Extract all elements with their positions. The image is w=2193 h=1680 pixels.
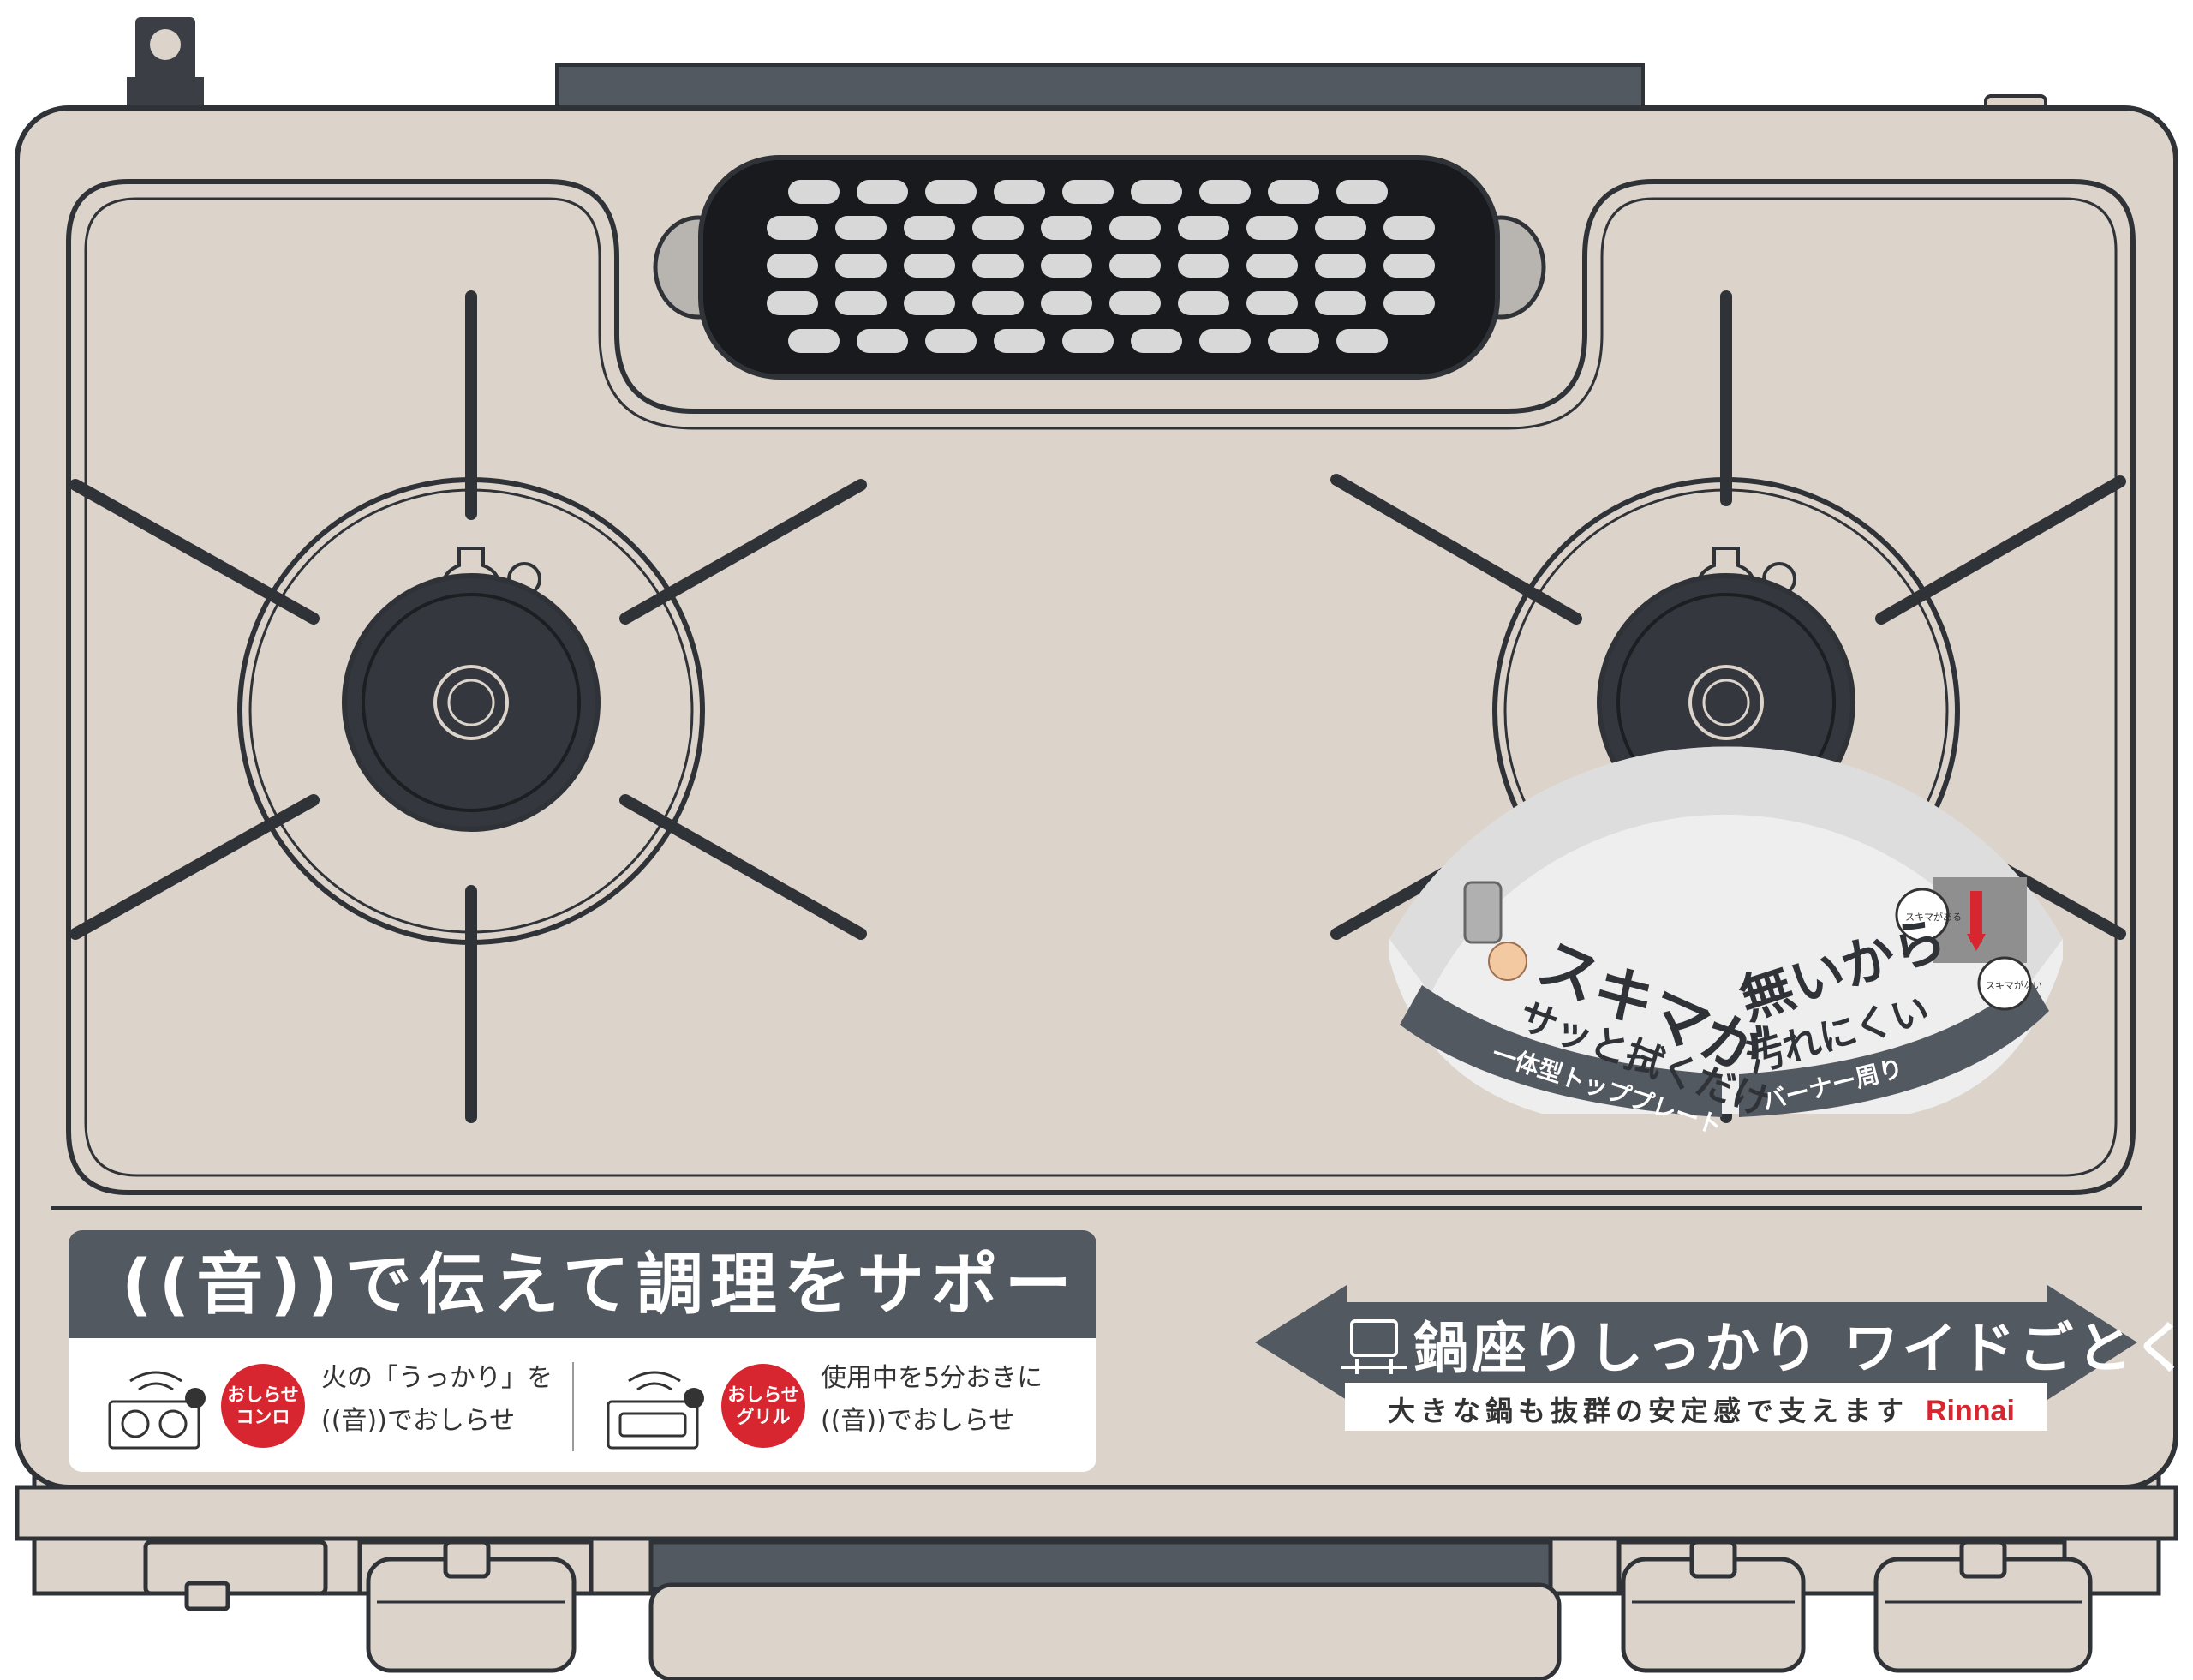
grill-note-line1: 使用中を5分おきに: [821, 1363, 1043, 1393]
left-burner: [69, 290, 867, 1123]
sound-banner-header: ((音))で伝えて調理をサポート: [69, 1230, 1096, 1338]
top-plate: [66, 179, 2136, 1195]
sound-banner-title: ((音))で伝えて調理をサポート: [122, 1247, 1096, 1324]
wide-gotoku-title: 鍋座りしっかり ワイドごとく: [1413, 1318, 2192, 1381]
sound-divider: [572, 1362, 574, 1451]
wide-gotoku-banner: [1255, 1285, 2137, 1431]
grill-note-line2: ((音))でおしらせ: [821, 1406, 1015, 1436]
gap-hint-top: スキマがある: [1905, 911, 1962, 923]
sound-support-banner: ((音))で伝えて調理をサポート おしらせ コンロ 火の「うっかり」を ((音)…: [69, 1230, 1096, 1472]
konro-badge-line2: コンロ: [236, 1407, 290, 1427]
wide-gotoku-subtitle: 大きな鍋も抜群の安定感で支えます: [1388, 1395, 1909, 1427]
right-knob-1: [1621, 1540, 1806, 1673]
grill-badge: おしらせ グリル: [721, 1364, 805, 1448]
gap-hint-bottom: スキマがない: [1986, 979, 2042, 991]
grill-door-slot: [648, 1540, 1553, 1592]
pot-on-grate-icon: [1341, 1319, 1407, 1374]
left-knob: [366, 1540, 577, 1673]
brand-logo: Rinnai: [1926, 1395, 2015, 1427]
konro-note-line2: ((音))でおしらせ: [321, 1406, 516, 1436]
grill-vent: [653, 155, 1546, 380]
grill-bell-icon: [607, 1371, 704, 1450]
grill-badge-line1: おしらせ: [727, 1384, 799, 1405]
nai-tag-band: [1739, 977, 2049, 1117]
gap-compare-icon: [1895, 877, 2032, 1011]
stove-bell-icon: [108, 1371, 206, 1450]
grill-badge-line2: グリル: [736, 1407, 791, 1427]
wipe-hand-icon: [1463, 881, 1503, 944]
back-panel: [555, 63, 1645, 110]
feature-arc-badge: スキマが サッと拭くだけ 一体型トッププレート 無いから 汚れにくい バーナー周…: [1389, 746, 2063, 1140]
right-knob-2: [1873, 1540, 2093, 1673]
konro-badge-line1: おしらせ: [227, 1384, 299, 1405]
grill-door: [648, 1582, 1562, 1680]
konro-badge: おしらせ コンロ: [221, 1364, 305, 1448]
sukima-tag-band: [1400, 985, 1722, 1117]
left-knob-base: [143, 1540, 328, 1596]
konro-note-line1: 火の「うっかり」を: [321, 1363, 553, 1393]
gas-connector: [127, 17, 204, 111]
